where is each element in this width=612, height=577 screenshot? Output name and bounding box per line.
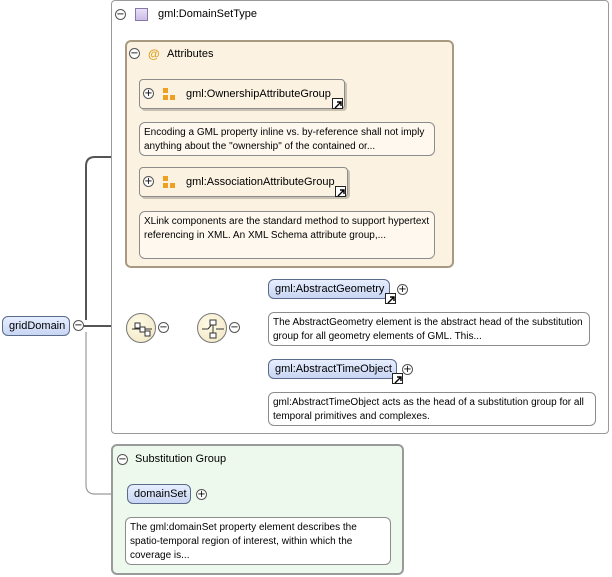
collapse-attributes-button[interactable]: − bbox=[129, 48, 140, 59]
abstract-time-object-doc: gml:AbstractTimeObject acts as the head … bbox=[268, 392, 596, 426]
link-arrow-icon[interactable] bbox=[335, 186, 346, 197]
expand-ownership-button[interactable]: + bbox=[143, 88, 154, 99]
complex-type-icon bbox=[135, 8, 148, 21]
element-domain-set[interactable]: domainSet bbox=[127, 484, 191, 504]
association-doc: XLink components are the standard method… bbox=[139, 211, 435, 259]
choice-compositor-icon[interactable] bbox=[197, 313, 227, 343]
connector-root-to-type bbox=[85, 156, 125, 320]
sequence-compositor-icon[interactable] bbox=[126, 313, 156, 343]
link-arrow-icon[interactable] bbox=[332, 98, 343, 109]
type-title: gml:DomainSetType bbox=[158, 8, 258, 20]
association-attribute-group[interactable] bbox=[139, 167, 348, 197]
link-arrow-icon[interactable] bbox=[385, 293, 396, 304]
expand-abstract-geometry-button[interactable]: + bbox=[397, 284, 408, 295]
collapse-substitution-button[interactable]: − bbox=[117, 454, 128, 465]
attribute-group-icon bbox=[163, 88, 175, 100]
ownership-attribute-group[interactable] bbox=[139, 79, 345, 109]
substitution-group-title: Substitution Group bbox=[135, 453, 227, 465]
ownership-doc: Encoding a GML property inline vs. by-re… bbox=[139, 122, 435, 156]
attributes-title: Attributes bbox=[167, 48, 214, 60]
collapse-sequence-button[interactable]: − bbox=[158, 322, 169, 333]
expand-abstract-time-object-button[interactable]: + bbox=[402, 364, 413, 375]
collapse-choice-button[interactable]: − bbox=[229, 322, 240, 333]
association-group-label: gml:AssociationAttributeGroup bbox=[186, 176, 335, 188]
attribute-at-icon: @ bbox=[148, 47, 160, 61]
abstract-geometry-doc: The AbstractGeometry element is the abst… bbox=[268, 312, 590, 346]
expand-domain-set-button[interactable]: + bbox=[196, 489, 207, 500]
connector-root-to-substitution bbox=[85, 332, 127, 495]
collapse-root-button[interactable]: − bbox=[73, 320, 84, 331]
element-abstract-geometry[interactable]: gml:AbstractGeometry bbox=[268, 279, 390, 299]
root-element-griddomain[interactable]: gridDomain bbox=[2, 316, 70, 336]
element-abstract-time-object[interactable]: gml:AbstractTimeObject bbox=[268, 359, 397, 379]
expand-association-button[interactable]: + bbox=[143, 176, 154, 187]
ownership-group-label: gml:OwnershipAttributeGroup bbox=[186, 88, 331, 100]
link-arrow-icon[interactable] bbox=[392, 373, 403, 384]
domain-set-doc: The gml:domainSet property element descr… bbox=[125, 517, 391, 565]
attribute-group-icon bbox=[163, 176, 175, 188]
collapse-type-button[interactable]: − bbox=[115, 9, 126, 20]
